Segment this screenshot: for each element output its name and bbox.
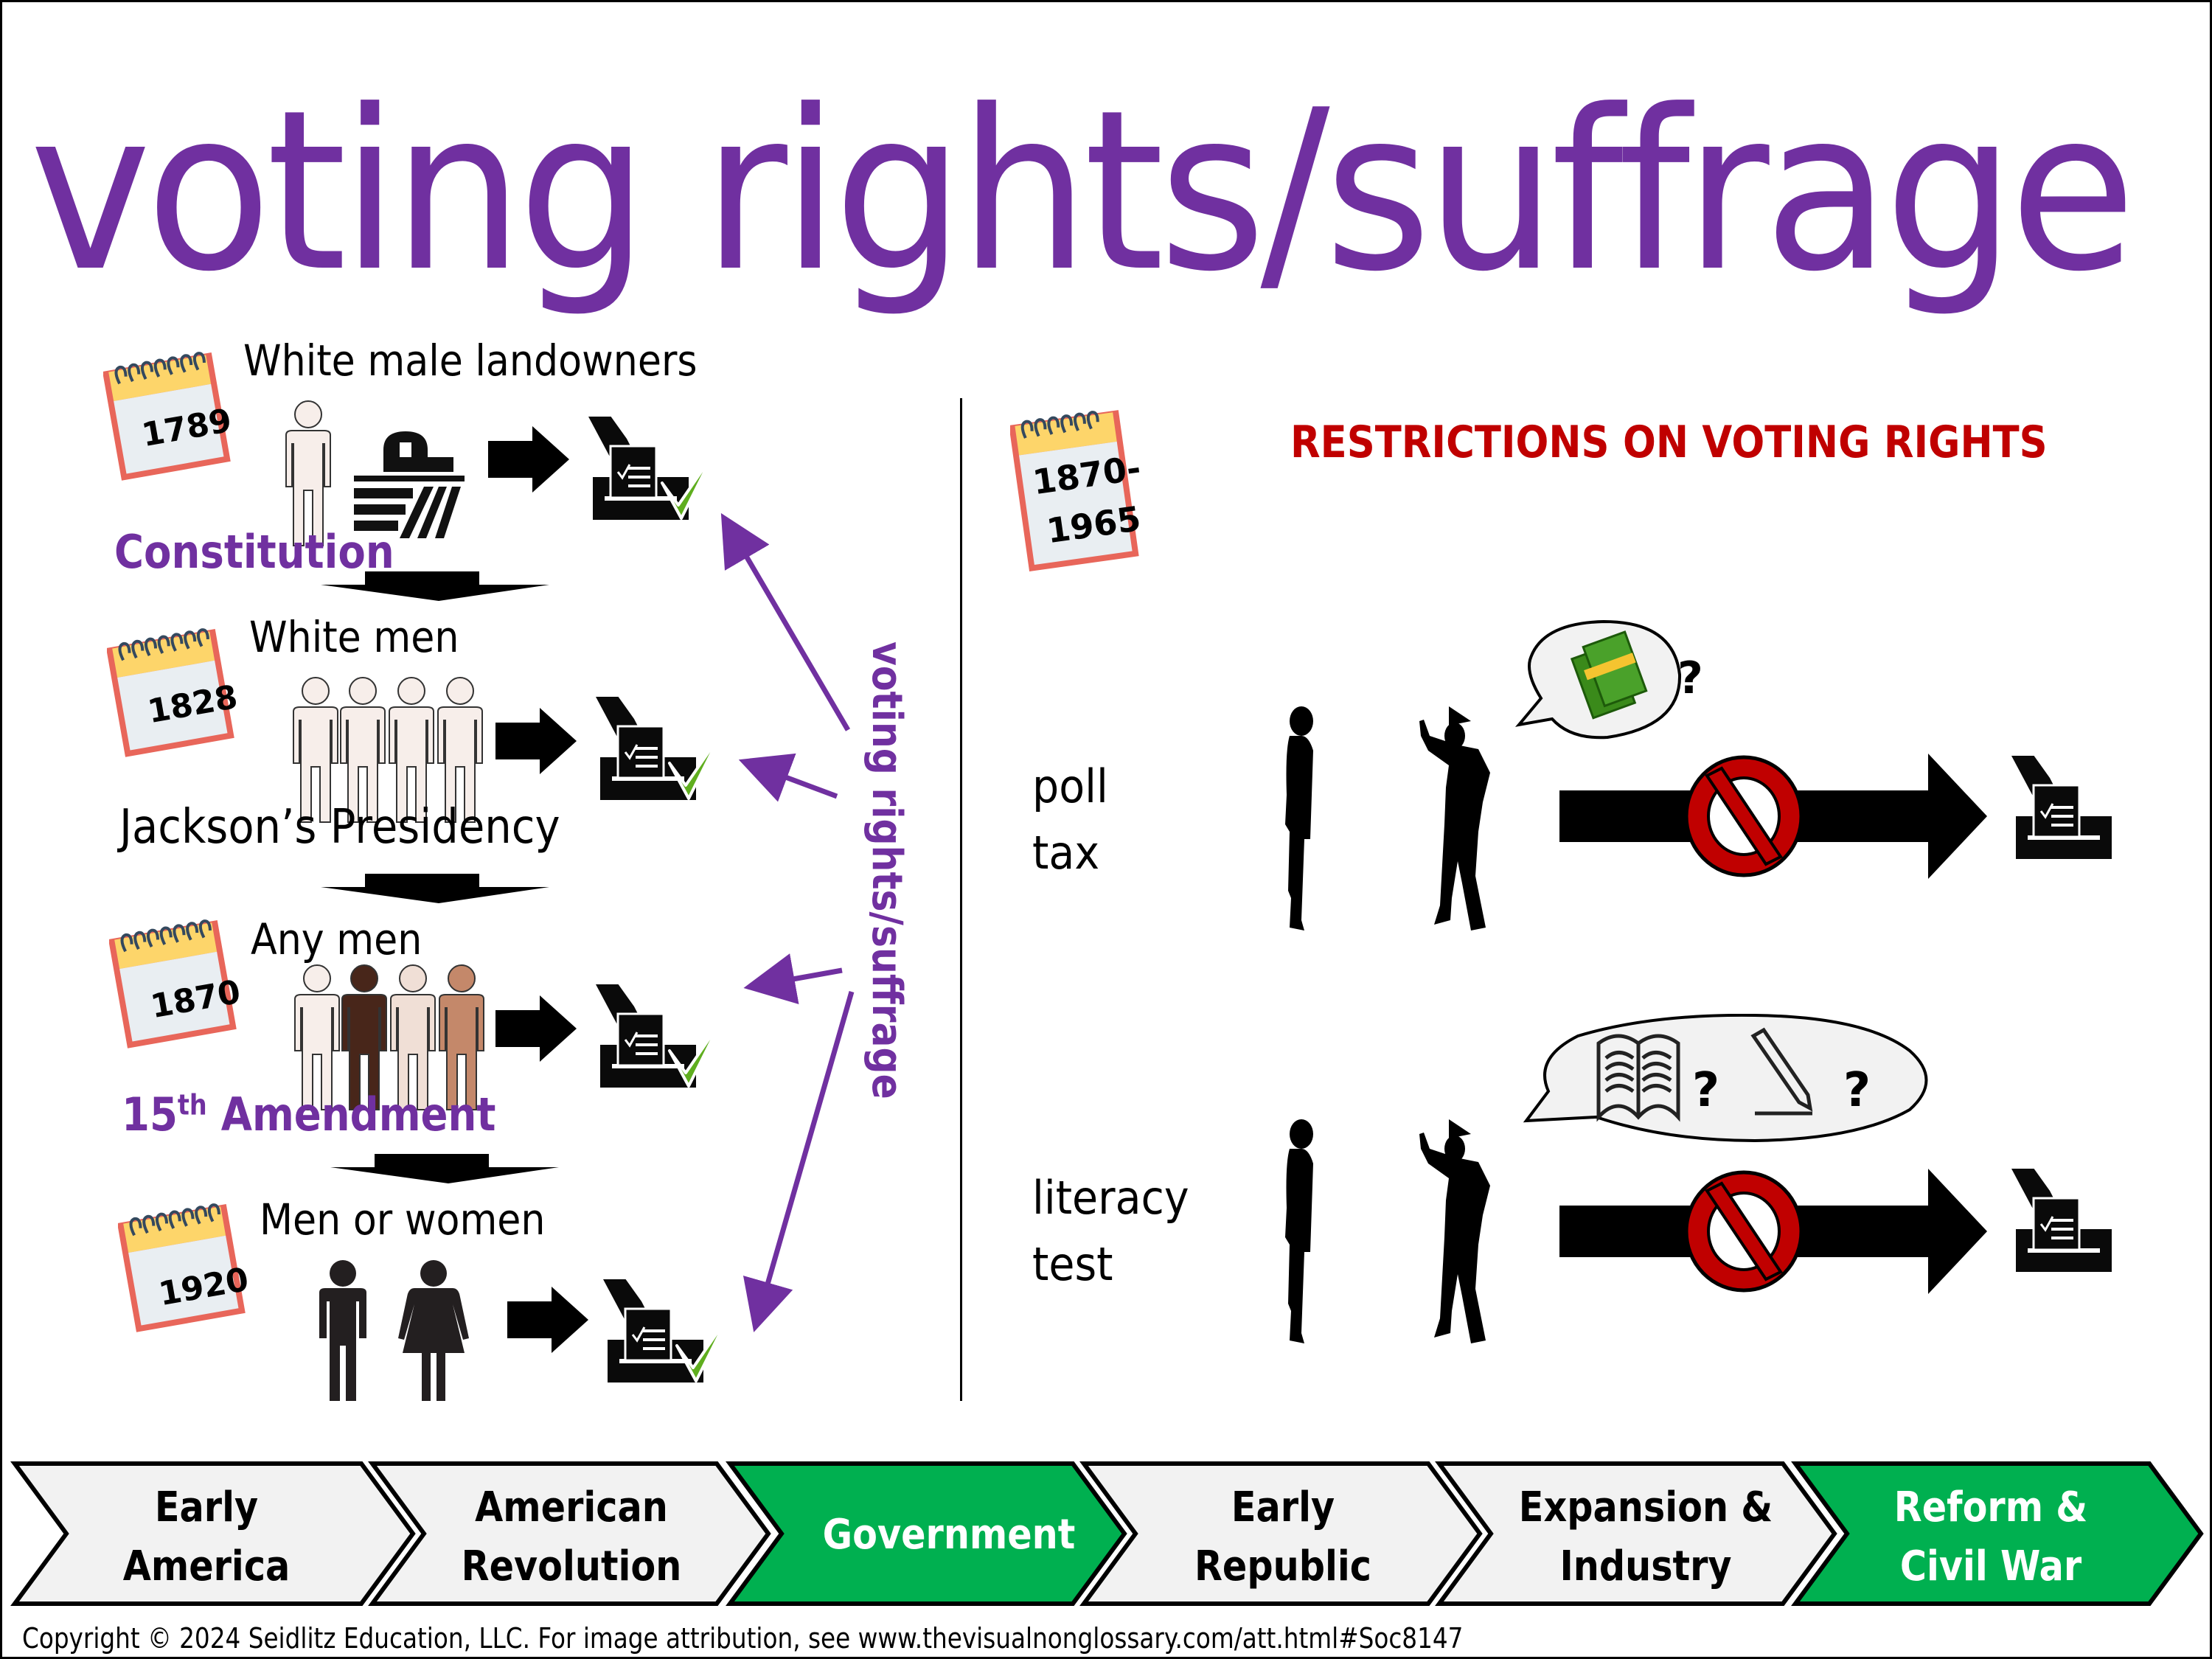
- restriction-line: test: [1032, 1237, 1113, 1291]
- man-icon: [319, 1260, 366, 1401]
- pencil-icon: [1750, 1027, 1813, 1116]
- nav-chevron-american-revolution[interactable]: [368, 1461, 771, 1606]
- restriction-line: tax: [1032, 826, 1100, 880]
- calendar-icon: [1010, 410, 1139, 571]
- pointer-arrow: [720, 512, 851, 731]
- event-label: 15th Amendment: [122, 1088, 495, 1141]
- section-divider: [960, 398, 962, 1401]
- officer-silhouette-icon: [1419, 706, 1490, 931]
- right-arrow-icon: [495, 708, 577, 774]
- event-label: Jackson’s Presidency: [119, 800, 560, 855]
- restriction-label-poll-tax: poll tax: [1032, 754, 1108, 886]
- nav-label[interactable]: Expansion &Industry: [1518, 1484, 1773, 1590]
- right-arrow-icon: [495, 995, 577, 1062]
- nav-chevron-government[interactable]: [726, 1461, 1127, 1606]
- event-label: Constitution: [114, 525, 394, 579]
- page-title: voting rights/suffrage: [29, 63, 2136, 320]
- pointer-arrow: [742, 991, 855, 1332]
- right-arrow-icon: [507, 1287, 588, 1353]
- right-arrow-icon: [488, 426, 569, 493]
- book-icon: [1596, 1034, 1680, 1122]
- ballot-box-icon: [2010, 756, 2113, 860]
- pointer-arrows: [720, 512, 855, 1332]
- money-icon: [1570, 630, 1648, 720]
- down-arrow-icon: [321, 874, 549, 903]
- nav-chevron-early-america[interactable]: [10, 1461, 416, 1606]
- restriction-label-literacy-test: literacy test: [1032, 1165, 1189, 1298]
- down-arrow-icon: [321, 571, 549, 601]
- restriction-line: literacy: [1032, 1171, 1189, 1225]
- speech-bubble: ? ?: [1523, 1014, 1928, 1143]
- blocked-arrow-icon: [1559, 754, 2002, 886]
- farm-icon: [354, 431, 465, 538]
- unit-nav: [10, 1461, 2204, 1606]
- group-label: Men or women: [260, 1194, 546, 1245]
- amendment-suffix: th: [177, 1088, 207, 1121]
- nav-chevron-expansion-industry[interactable]: [1435, 1461, 1837, 1606]
- amendment-number: 15: [122, 1088, 178, 1141]
- question-mark: ?: [1677, 653, 1703, 704]
- copyright-footer: Copyright © 2024 Seidlitz Education, LLC…: [22, 1622, 1464, 1655]
- citizen-silhouette-icon: [1285, 1119, 1313, 1343]
- pointer-arrow: [738, 753, 838, 802]
- nav-label[interactable]: Government: [822, 1511, 1076, 1559]
- blocked-arrow-icon: [1559, 1169, 2002, 1301]
- amendment-text: Amendment: [206, 1088, 496, 1141]
- year-range-label: 1870- 1965: [1029, 442, 1151, 557]
- pointer-arrow: [743, 953, 843, 1005]
- question-mark: ?: [1692, 1063, 1719, 1118]
- speech-bubble: ?: [1514, 619, 1703, 740]
- group-label: White men: [249, 612, 459, 662]
- woman-icon: [398, 1260, 469, 1401]
- nav-chevron-early-republic[interactable]: [1079, 1461, 1483, 1606]
- officer-silhouette-icon: [1419, 1119, 1490, 1343]
- nav-label[interactable]: Reform &Civil War: [1893, 1484, 2088, 1590]
- group-label: Any men: [251, 914, 422, 964]
- vertical-label: voting rights/suffrage: [863, 641, 911, 1099]
- citizen-silhouette-icon: [1285, 706, 1313, 931]
- restriction-line: poll: [1032, 759, 1108, 813]
- restrictions-heading: RESTRICTIONS ON VOTING RIGHTS: [1290, 417, 2048, 468]
- ballot-box-icon: [2010, 1169, 2113, 1273]
- down-arrow-icon: [330, 1154, 559, 1183]
- group-label: White male landowners: [243, 335, 698, 386]
- nav-chevron-reform-civil-war[interactable]: [1791, 1461, 2204, 1606]
- question-mark: ?: [1843, 1063, 1871, 1118]
